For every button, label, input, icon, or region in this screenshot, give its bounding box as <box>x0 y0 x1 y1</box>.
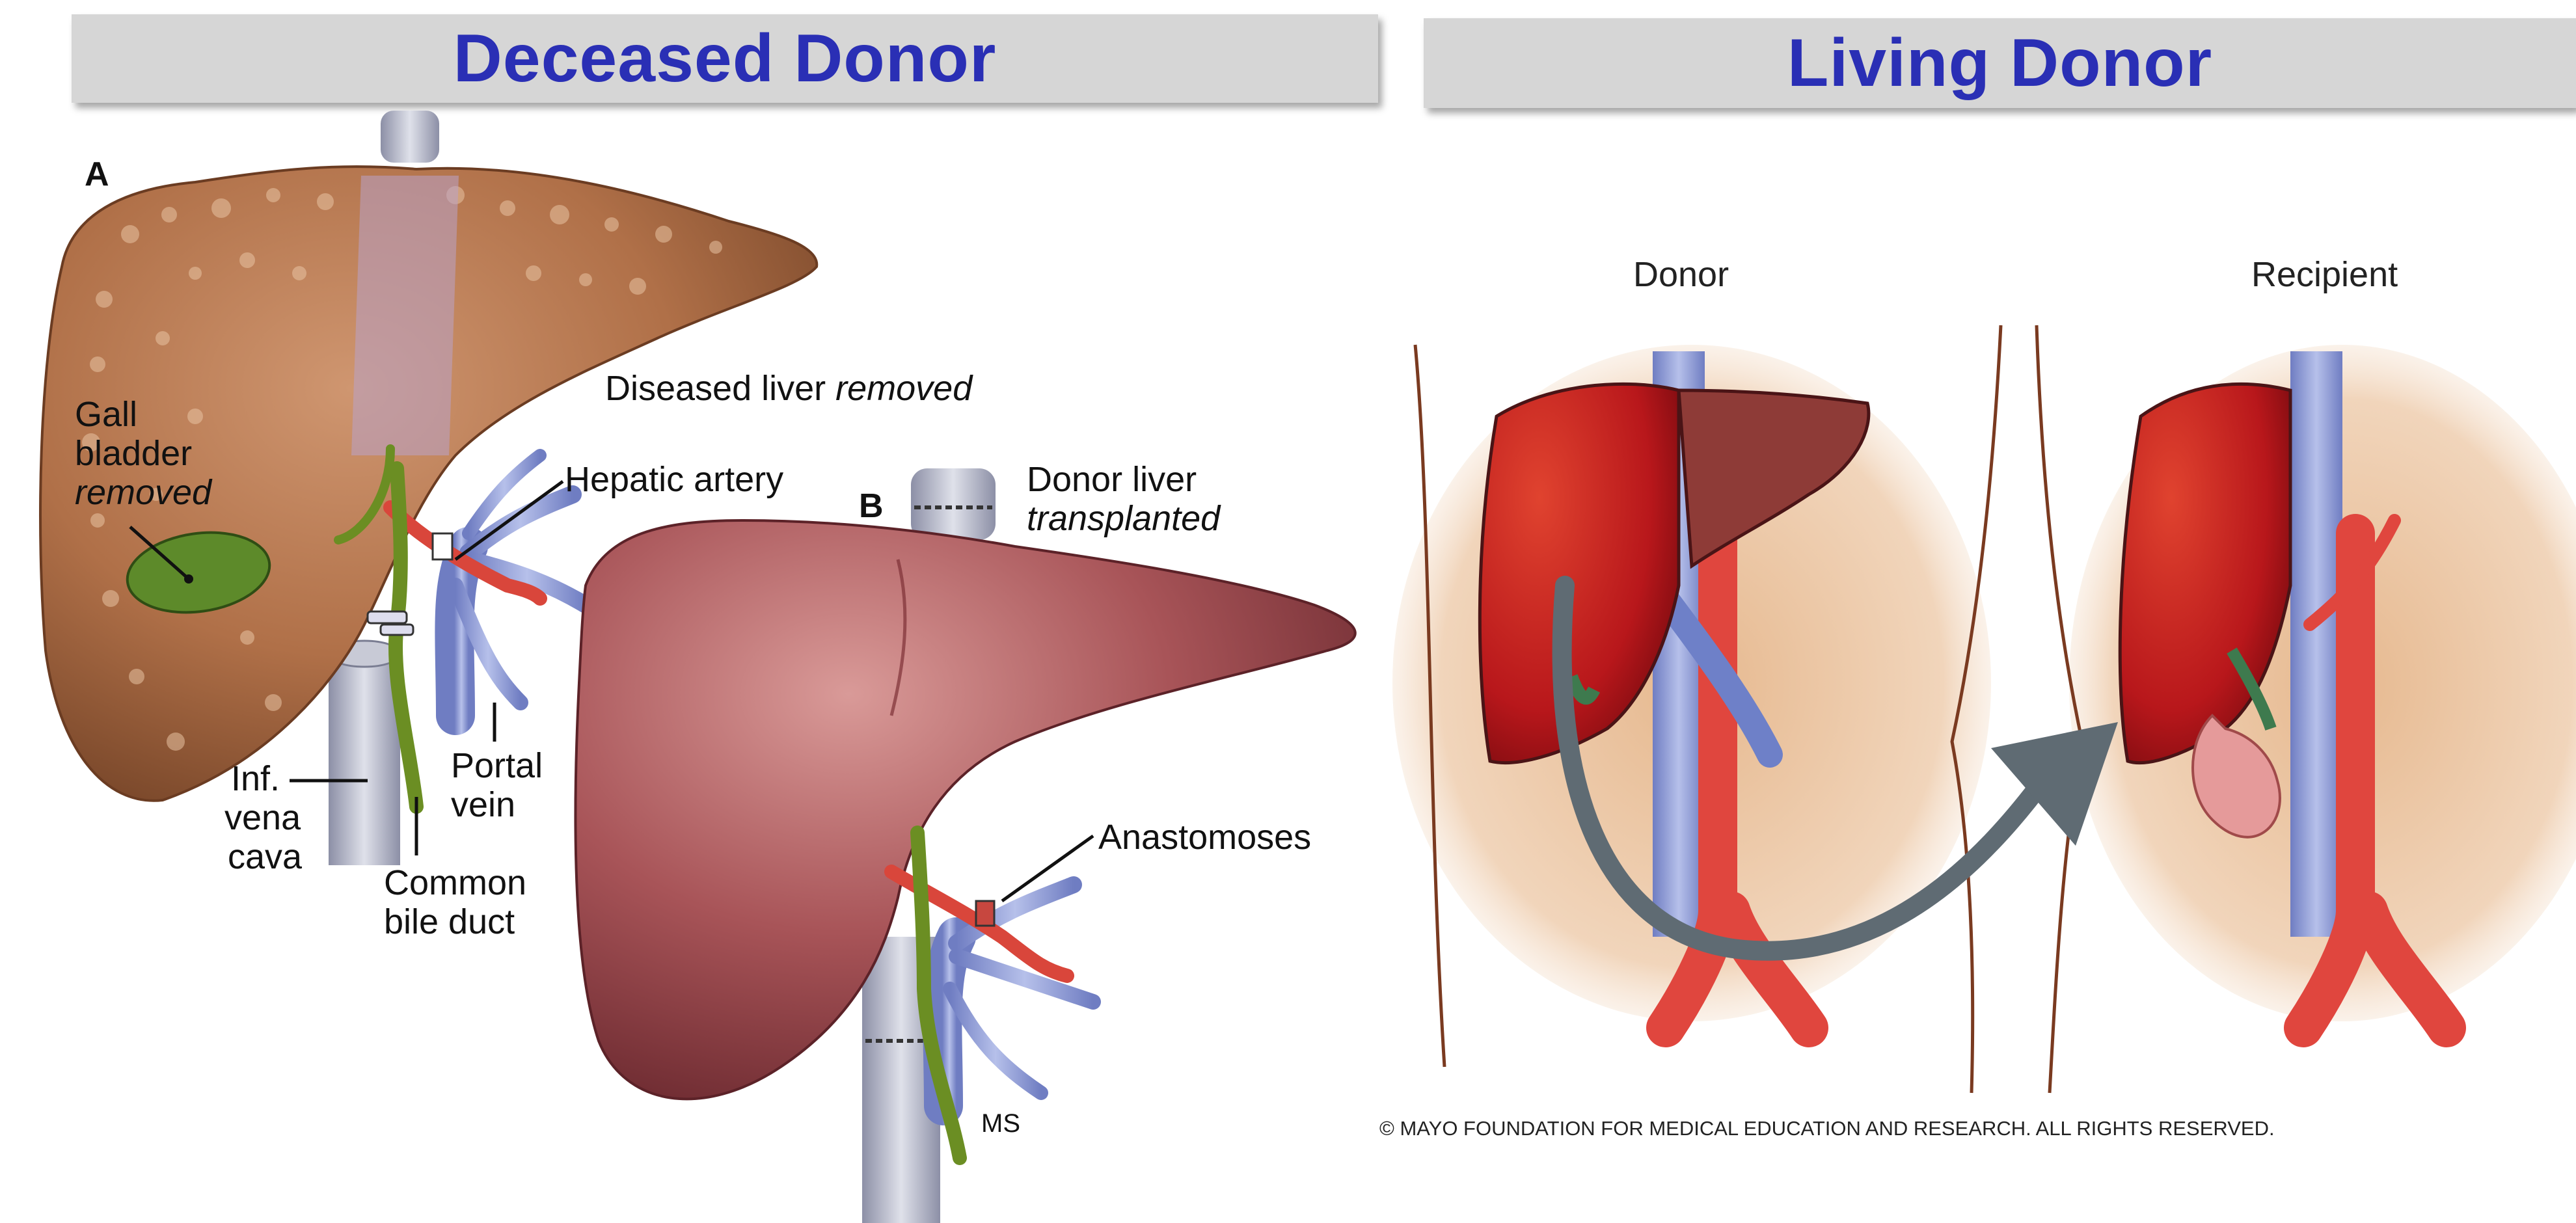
living-donor-illustration: Donor Recipient © MAYO FOUNDATION FOR ME… <box>1379 255 2576 1140</box>
panel-a-letter: A <box>85 155 109 193</box>
ivc-lower-segment <box>329 651 400 865</box>
ivc-label-line3: cava <box>228 837 303 876</box>
gall-bladder-label-line2: bladder <box>75 434 192 473</box>
panel-b-letter: B <box>859 487 884 525</box>
ivc-label-line2: vena <box>224 798 301 837</box>
anastomoses-label: Anastomoses <box>1098 818 1311 857</box>
gall-bladder-label-line3: removed <box>75 473 213 512</box>
bile-duct-label-line1: Common <box>384 863 526 902</box>
artist-signature: MS <box>981 1109 1020 1138</box>
bile-duct-label-line2: bile duct <box>384 902 515 941</box>
ligament-band <box>351 176 459 455</box>
hepatic-artery-label: Hepatic artery <box>565 460 783 499</box>
ivc-top-segment <box>381 111 439 163</box>
donor-label: Donor <box>1633 255 1729 294</box>
portal-vein-label-line2: vein <box>451 785 515 824</box>
recipient-label: Recipient <box>2251 255 2398 294</box>
anastomosis-suture <box>976 901 994 926</box>
donor-liver-label-line2: transplanted <box>1027 499 1221 538</box>
donor-ivc-top <box>911 468 996 540</box>
copyright-notice: © MAYO FOUNDATION FOR MEDICAL EDUCATION … <box>1379 1117 2275 1140</box>
artery-cut-ends <box>433 533 452 559</box>
diseased-liver-label: Diseased liver removed <box>605 369 973 408</box>
donor-liver-label-line1: Donor liver <box>1027 460 1197 499</box>
recipient-ivc <box>2290 351 2342 937</box>
portal-vein-label-line1: Portal <box>451 746 543 785</box>
ivc-label-line1: Inf. <box>231 759 280 798</box>
surgical-clamps <box>368 612 413 635</box>
gall-bladder-label-line1: Gall <box>75 395 137 434</box>
